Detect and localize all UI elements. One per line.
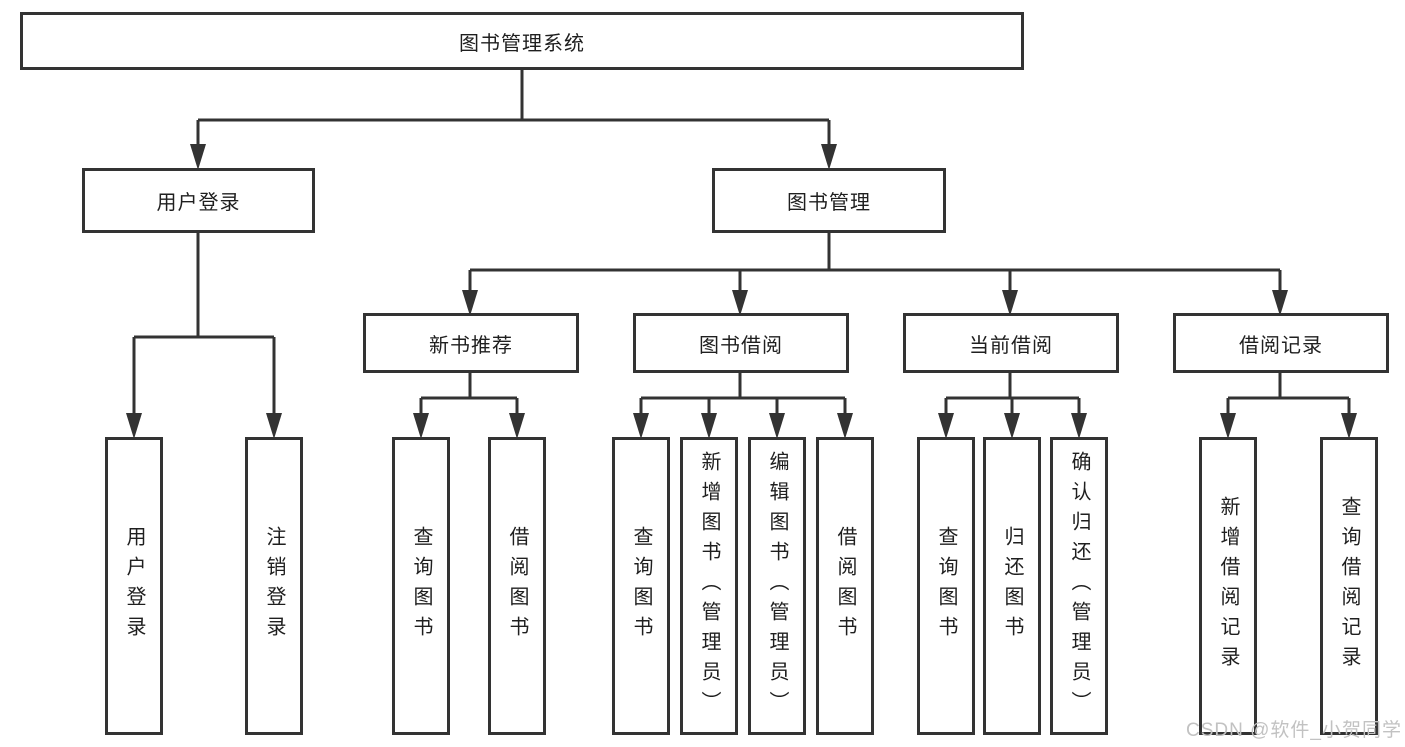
leaf-query-books: 查询图书: [392, 437, 450, 735]
leaf-label: 注销登录: [263, 526, 285, 646]
connector-lines: [132, 70, 1351, 417]
leaf-label: 借阅图书: [506, 526, 528, 646]
leaf-label: 查询图书: [410, 526, 432, 646]
leaf-query-borrow-record: 查询借阅记录: [1320, 437, 1378, 735]
leaf-label: 归还图书: [1001, 526, 1023, 646]
leaf-label: 确认归还（管理员）: [1068, 451, 1090, 721]
leaf-label: 编辑图书（管理员）: [766, 451, 788, 721]
leaf-borrow-books: 借阅图书: [488, 437, 546, 735]
leaf-edit-books-admin: 编辑图书（管理员）: [748, 437, 806, 735]
csdn-watermark: CSDN @软件_小贺同学: [1186, 720, 1402, 741]
leaf-label: 查询图书: [935, 526, 957, 646]
leaf-label: 新增图书（管理员）: [698, 451, 720, 721]
leaf-user-login: 用户登录: [105, 437, 163, 735]
node-book-borrow: 图书借阅: [633, 313, 849, 373]
node-borrow-records: 借阅记录: [1173, 313, 1389, 373]
leaf-label: 用户登录: [123, 526, 145, 646]
leaf-return-books: 归还图书: [983, 437, 1041, 735]
node-book-management: 图书管理: [712, 168, 946, 233]
leaf-label: 新增借阅记录: [1217, 496, 1239, 676]
leaf-label: 查询图书: [630, 526, 652, 646]
leaf-add-borrow-record: 新增借阅记录: [1199, 437, 1257, 735]
leaf-query-books: 查询图书: [917, 437, 975, 735]
leaf-label: 借阅图书: [834, 526, 856, 646]
leaf-confirm-return-admin: 确认归还（管理员）: [1050, 437, 1108, 735]
node-root-system: 图书管理系统: [20, 12, 1024, 70]
leaf-query-books: 查询图书: [612, 437, 670, 735]
leaf-logout-login: 注销登录: [245, 437, 303, 735]
arrowhead-icons: [126, 144, 1357, 439]
leaf-label: 查询借阅记录: [1338, 496, 1360, 676]
node-current-borrow: 当前借阅: [903, 313, 1119, 373]
leaf-add-books-admin: 新增图书（管理员）: [680, 437, 738, 735]
node-new-book-recommend: 新书推荐: [363, 313, 579, 373]
node-user-login: 用户登录: [82, 168, 315, 233]
leaf-borrow-books: 借阅图书: [816, 437, 874, 735]
